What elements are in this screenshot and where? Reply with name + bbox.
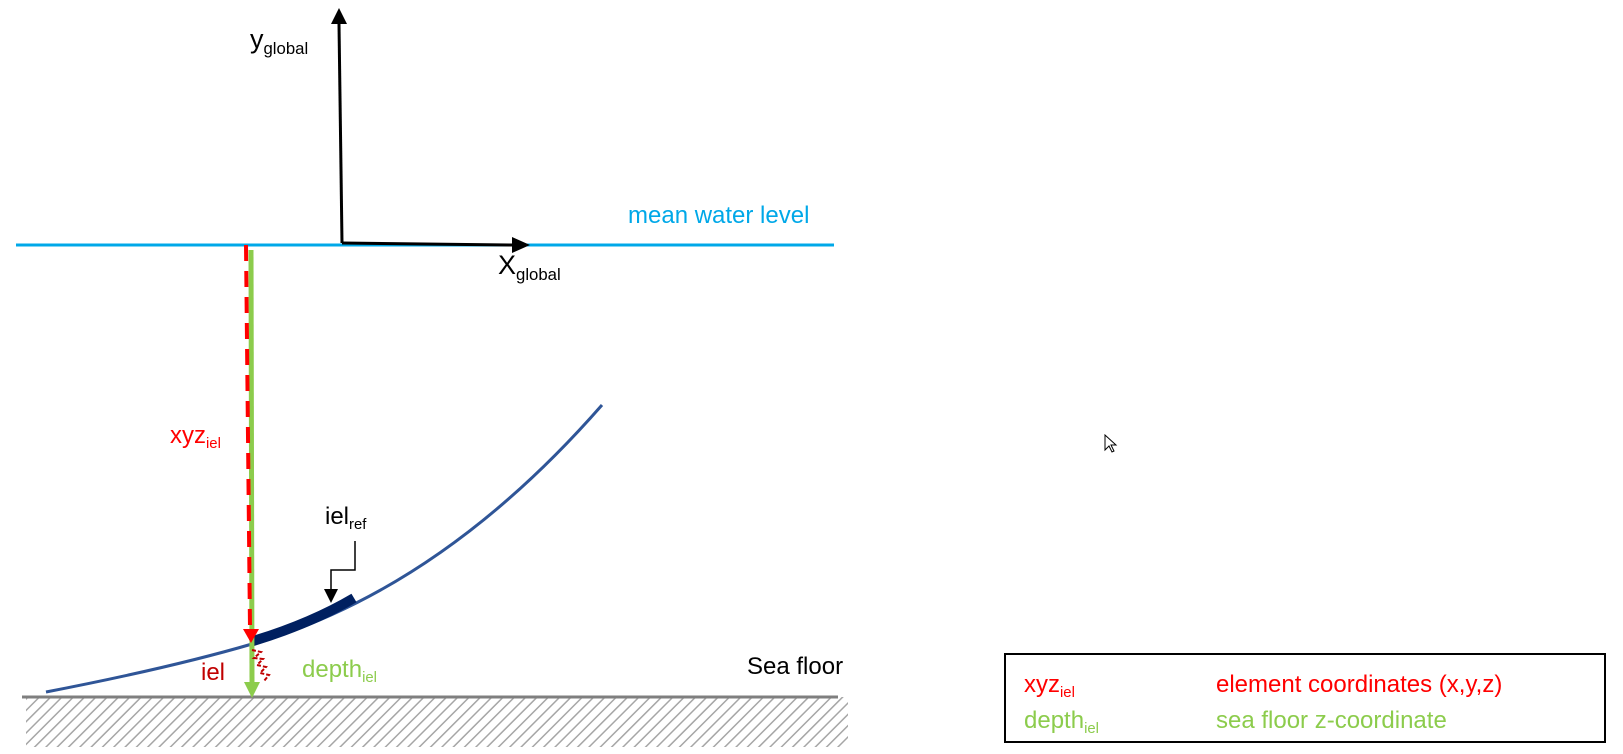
iel-ref-sub: ref: [349, 517, 367, 534]
depth-arrow: [244, 249, 260, 698]
legend-symbol-main: xyz: [1024, 671, 1060, 698]
legend-symbol-main: depth: [1024, 707, 1085, 734]
x-global-label: Xglobal: [498, 252, 561, 284]
legend-symbol: xyziel: [1024, 671, 1216, 701]
legend-symbol-sub: iel: [1060, 685, 1075, 702]
xyz-iel-label: xyziel: [170, 424, 221, 452]
cable-curve: [45, 404, 604, 694]
legend-description: element coordinates (x,y,z): [1216, 671, 1503, 698]
depth-iel-label: depthiel: [302, 658, 377, 686]
iel-ref-main: iel: [325, 503, 350, 530]
x-global-main: X: [498, 250, 517, 280]
xyz-main: xyz: [170, 422, 206, 449]
legend-symbol-sub: iel: [1084, 721, 1099, 738]
x-global-sub: global: [516, 264, 561, 284]
sea-floor-label: Sea floor: [747, 653, 844, 680]
iel-ref-label: ielref: [325, 505, 366, 533]
iel-ref-leader: [324, 541, 356, 603]
xyz-sub: iel: [206, 436, 221, 453]
y-global-sub: global: [263, 38, 309, 58]
mean-water-level-label: mean water level: [628, 202, 810, 229]
iel-label: iel: [201, 659, 226, 686]
y-global-main: y: [250, 24, 264, 54]
global-axes: [331, 8, 530, 253]
sea-floor: [22, 695, 848, 747]
legend-symbol: depthiel: [1024, 707, 1216, 737]
legend-description: sea floor z-coordinate: [1216, 707, 1447, 734]
y-global-label: yglobal: [250, 26, 308, 58]
mouse-cursor-icon: [1104, 434, 1118, 453]
depth-main: depth: [302, 656, 363, 683]
xyz-arrow: [243, 244, 259, 643]
element-segment: [248, 593, 357, 647]
depth-sub: iel: [362, 670, 377, 687]
zigzag-spring-icon: [251, 649, 271, 682]
